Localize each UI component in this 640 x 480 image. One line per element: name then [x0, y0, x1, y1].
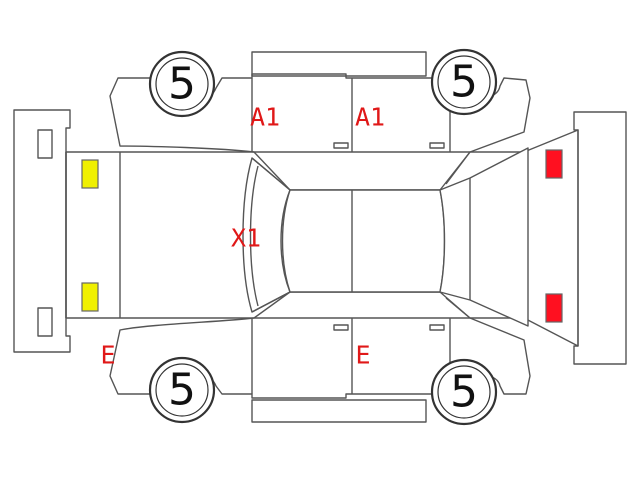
rear-bumper: [573, 111, 627, 365]
damage-code-front-door-left: A1: [250, 103, 280, 132]
headlight-left: [81, 159, 99, 189]
headlight-right: [81, 282, 99, 312]
rear-window: [439, 147, 529, 327]
taillight-left: [545, 149, 563, 179]
damage-code-rear-door-left: A1: [355, 103, 385, 132]
tire-front-left-score: 5: [168, 59, 196, 110]
roof: [281, 189, 446, 293]
damage-code-front-bumper-right: E: [100, 341, 115, 370]
right-side-step: [251, 399, 427, 423]
damage-code-rear-door-right: E: [355, 341, 370, 370]
taillight-right: [545, 293, 563, 323]
tire-rear-left-score: 5: [450, 57, 478, 108]
front-bumper: [13, 109, 71, 353]
tire-front-right: 5: [148, 356, 216, 424]
damage-code-windshield: X1: [231, 224, 261, 253]
tire-front-right-score: 5: [168, 365, 196, 416]
tire-rear-right-score: 5: [450, 367, 478, 418]
windshield-inner: [249, 165, 259, 307]
tire-rear-left: 5: [430, 48, 498, 116]
tire-front-left: 5: [148, 50, 216, 118]
tire-rear-right: 5: [430, 358, 498, 426]
left-side-step: [251, 51, 427, 77]
